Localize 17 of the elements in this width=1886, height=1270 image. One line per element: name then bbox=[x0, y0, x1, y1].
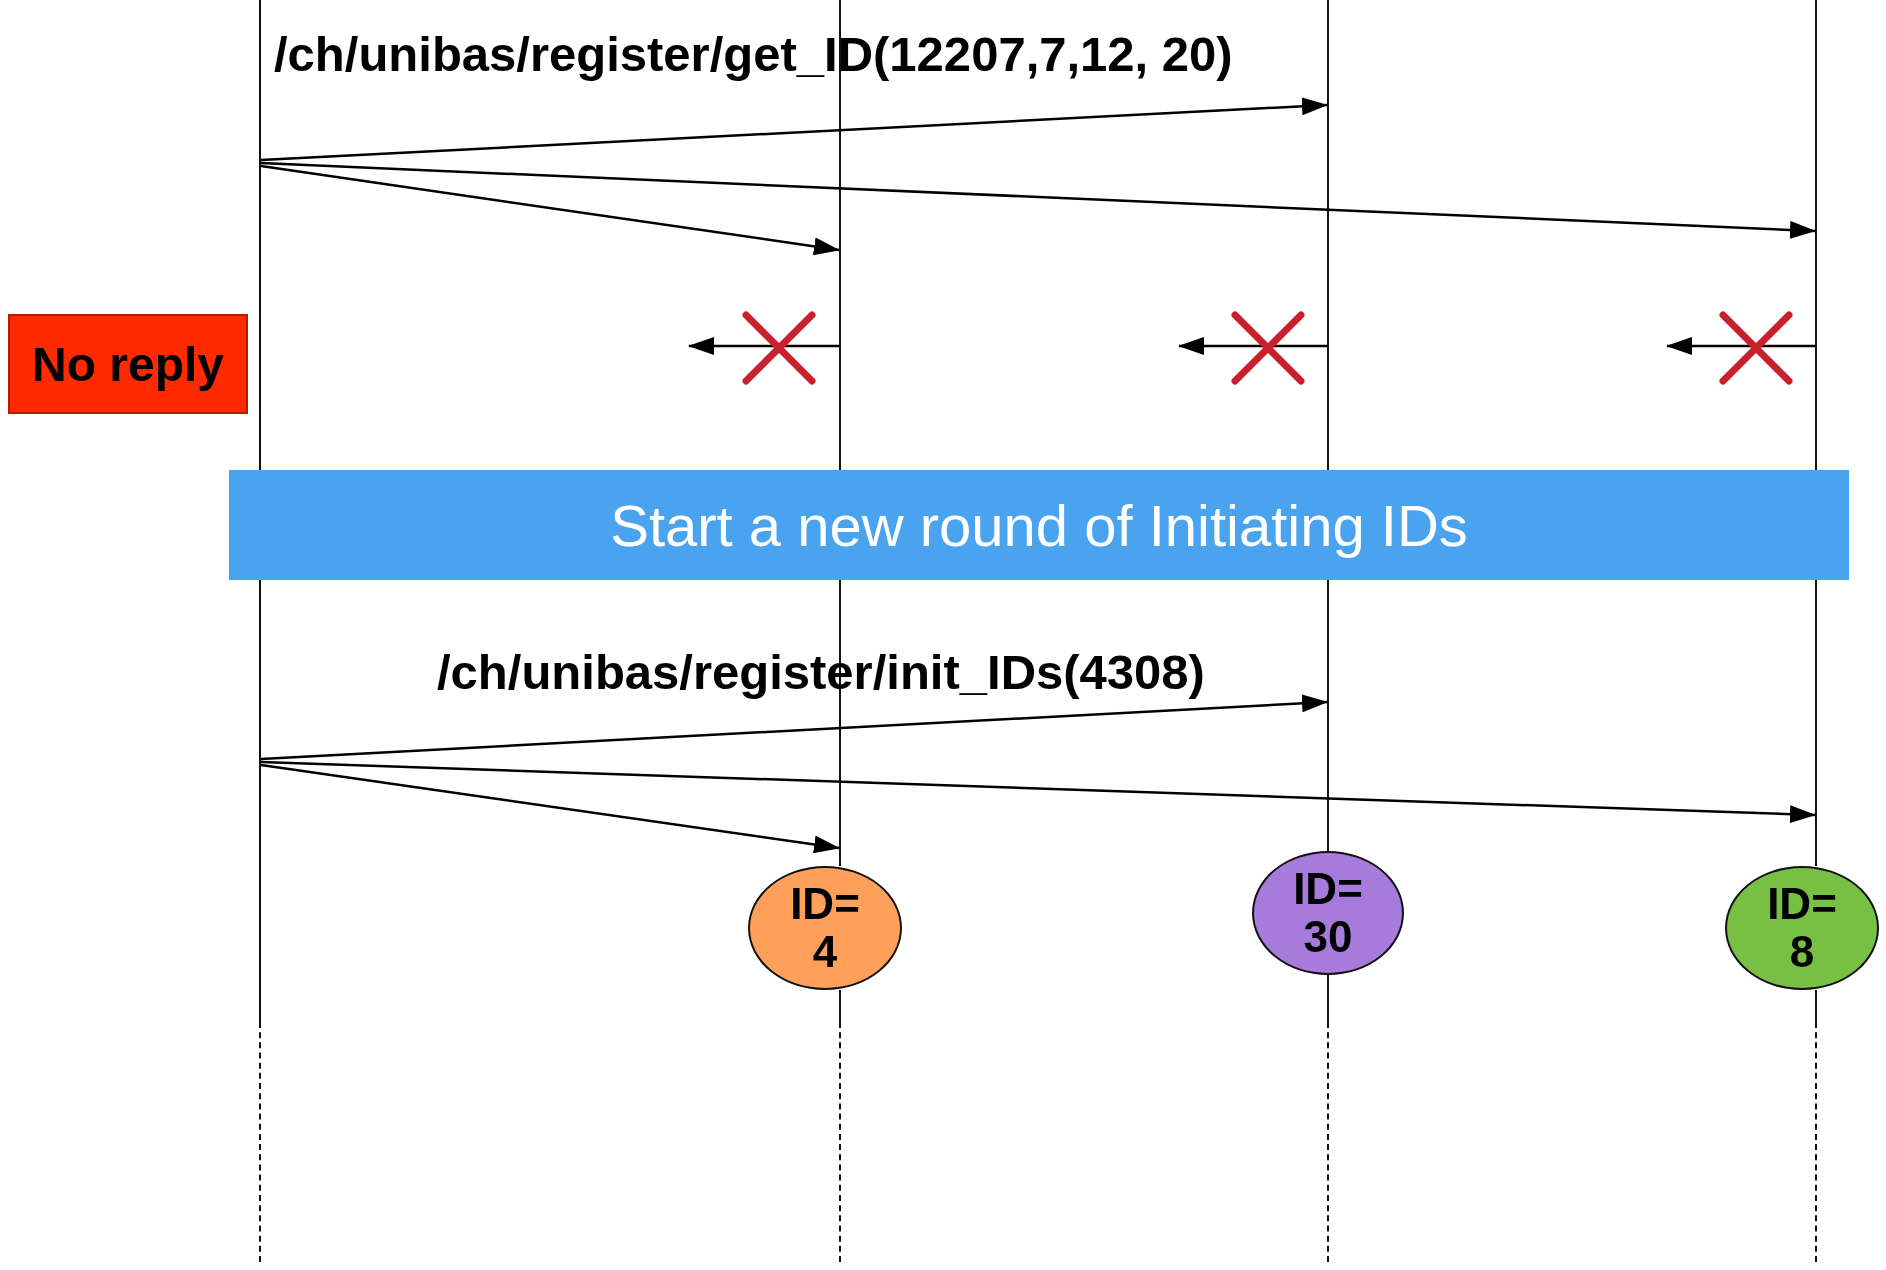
message-arrow bbox=[260, 760, 1816, 824]
message-arrow bbox=[260, 694, 1328, 761]
id-value: ID= 30 bbox=[1292, 864, 1364, 962]
banner-text: Start a new round of Initiating IDs bbox=[610, 491, 1468, 559]
message-arrow bbox=[1178, 337, 1327, 355]
message-arrow bbox=[260, 161, 1816, 239]
message-arrow bbox=[688, 337, 839, 355]
id-value: ID= 4 bbox=[789, 879, 861, 977]
message-arrow bbox=[1666, 337, 1815, 355]
message-arrow bbox=[260, 164, 840, 256]
lifeline bbox=[1327, 0, 1329, 851]
phase-banner bbox=[229, 470, 1849, 580]
message-arrow bbox=[260, 763, 840, 854]
id-value: ID= 8 bbox=[1766, 879, 1838, 977]
status-text: No reply bbox=[31, 336, 224, 392]
message-arrow bbox=[260, 97, 1328, 162]
status-box bbox=[8, 314, 248, 414]
